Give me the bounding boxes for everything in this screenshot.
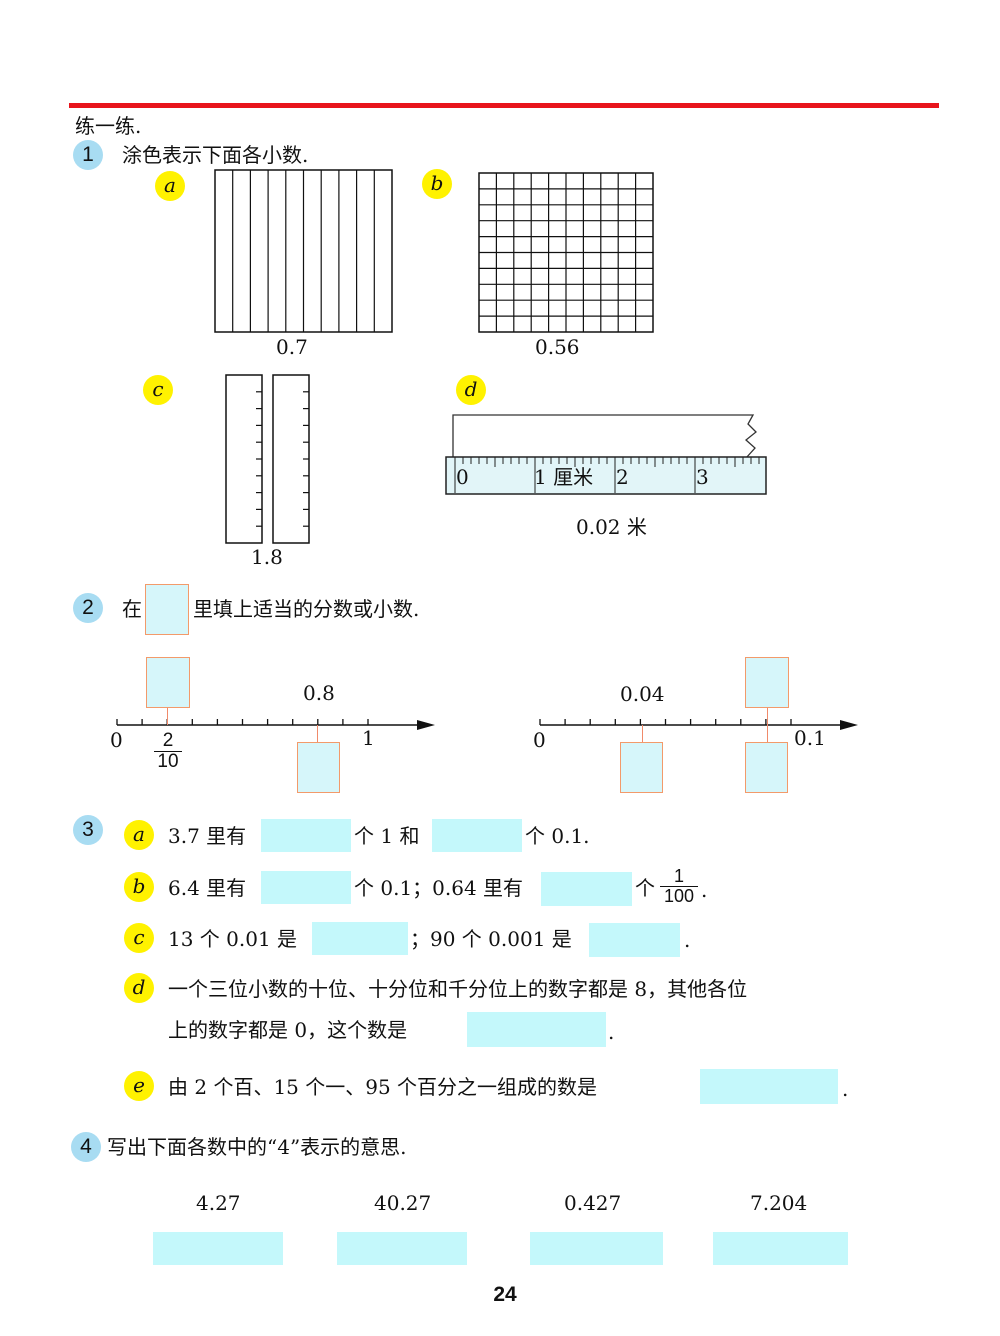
q3d-text-3: .: [608, 1020, 615, 1044]
fraction-numerator: 2: [154, 731, 182, 752]
q4-instruction: 写出下面各数中的“4”表示的意思.: [107, 1135, 407, 1159]
fraction-denominator: 10: [157, 751, 179, 772]
nl1-fraction: 2 10: [154, 731, 182, 772]
nl1-given-decimal: 0.8: [303, 681, 335, 705]
nl1-answer-box-below[interactable]: [297, 742, 340, 793]
q2-box-example: [145, 584, 189, 635]
q3a-answer-2[interactable]: [432, 819, 522, 852]
fraction-denominator: 100: [663, 886, 695, 906]
q3c-text-3: .: [684, 928, 691, 952]
stem: [167, 708, 168, 725]
q3c-answer-1[interactable]: [312, 922, 408, 955]
question-4-badge: 4: [71, 1132, 101, 1162]
q1a-label: a: [155, 171, 185, 201]
q1a-value: 0.7: [276, 335, 308, 359]
q3e-answer[interactable]: [700, 1069, 838, 1104]
q3c-label: c: [124, 923, 154, 953]
q3d-line-2: 上的数字都是 0，这个数是: [168, 1018, 408, 1042]
q3a-text-2: 个 1 和: [354, 824, 420, 848]
q1b-value: 0.56: [535, 335, 580, 359]
q3b-fraction: 1 100: [660, 867, 698, 906]
nl2-end: 0.1: [794, 726, 826, 750]
ruler-body: [445, 456, 767, 495]
q3b-answer-2[interactable]: [541, 872, 632, 906]
q3e-text-2: .: [842, 1077, 849, 1101]
q1d-value: 0.02 米: [576, 515, 647, 539]
q3a-text-1: 3.7 里有: [168, 824, 247, 848]
stem: [767, 708, 768, 742]
q4-answer-3[interactable]: [530, 1232, 663, 1265]
nl2-answer-box-below-1[interactable]: [620, 742, 663, 793]
ruler-label-3: 3: [696, 465, 709, 489]
q3a-label: a: [124, 820, 154, 850]
q3b-answer-1[interactable]: [261, 871, 351, 904]
q1b-hundred-grid[interactable]: [478, 172, 655, 334]
q1d-ruler: [445, 456, 767, 495]
q4-number-2: 40.27: [374, 1191, 432, 1215]
q2-instruction-post: 里填上适当的分数或小数.: [193, 597, 420, 621]
header-rule: [69, 103, 939, 108]
q2-instruction-pre: 在: [122, 597, 142, 621]
ruler-label-1: 1 厘米: [534, 465, 594, 489]
q3e-label: e: [124, 1071, 154, 1101]
q1-instruction: 涂色表示下面各小数.: [122, 143, 309, 167]
q3c-text-2: ；90 个 0.001 是: [410, 927, 572, 951]
question-3-badge: 3: [73, 815, 103, 845]
q4-number-4: 7.204: [750, 1191, 808, 1215]
nl1-start: 0: [110, 728, 123, 752]
q3d-label: d: [124, 973, 154, 1003]
section-title: 练一练.: [75, 114, 142, 138]
stem: [642, 725, 643, 742]
ruler-label-0: 0: [456, 465, 469, 489]
arrow-head: [417, 720, 435, 730]
q4-number-1: 4.27: [196, 1191, 241, 1215]
nl2-answer-box-below-2[interactable]: [745, 742, 788, 793]
q3b-label: b: [124, 872, 154, 902]
q3b-text-2: 个 0.1；0.64 里有: [354, 876, 524, 900]
q3a-answer-1[interactable]: [261, 819, 351, 852]
nl1-answer-box-above[interactable]: [146, 657, 190, 708]
q3c-answer-2[interactable]: [589, 923, 680, 957]
q3c-text-1: 13 个 0.01 是: [168, 927, 298, 951]
q4-answer-1[interactable]: [153, 1232, 283, 1265]
q1c-value: 1.8: [251, 545, 283, 569]
q3d-line-1: 一个三位小数的十位、十分位和千分位上的数字都是 8，其他各位: [168, 977, 748, 1001]
q4-answer-2[interactable]: [337, 1232, 467, 1265]
q3b-text-1: 6.4 里有: [168, 876, 247, 900]
q1d-paper-strip: [452, 414, 757, 459]
fraction-numerator: 1: [660, 867, 698, 887]
q3e-text-1: 由 2 个百、15 个一、95 个百分之一组成的数是: [168, 1075, 598, 1099]
q4-answer-4[interactable]: [713, 1232, 848, 1265]
q3a-text-3: 个 0.1.: [525, 824, 590, 848]
q1d-label: d: [456, 375, 486, 405]
question-1-badge: 1: [73, 140, 103, 170]
q3b-text-4: .: [701, 878, 708, 902]
number-line-1: [116, 719, 435, 730]
arrow-head: [840, 720, 858, 730]
q1b-label: b: [422, 169, 452, 199]
page-number: 24: [493, 1283, 517, 1306]
nl2-given-decimal: 0.04: [620, 682, 665, 706]
ruler-label-2: 2: [616, 465, 629, 489]
q1a-strip-grid[interactable]: [214, 169, 394, 334]
nl2-start: 0: [533, 728, 546, 752]
q3b-text-3: 个: [635, 876, 655, 900]
q3d-answer[interactable]: [467, 1012, 606, 1047]
nl2-answer-box-above[interactable]: [745, 657, 789, 708]
q1c-label: c: [143, 375, 173, 405]
q1c-bars[interactable]: [224, 373, 314, 545]
question-2-badge: 2: [73, 593, 103, 623]
number-line-2: [539, 719, 858, 730]
nl1-end: 1: [362, 726, 375, 750]
stem: [317, 725, 318, 742]
q4-number-3: 0.427: [564, 1191, 622, 1215]
